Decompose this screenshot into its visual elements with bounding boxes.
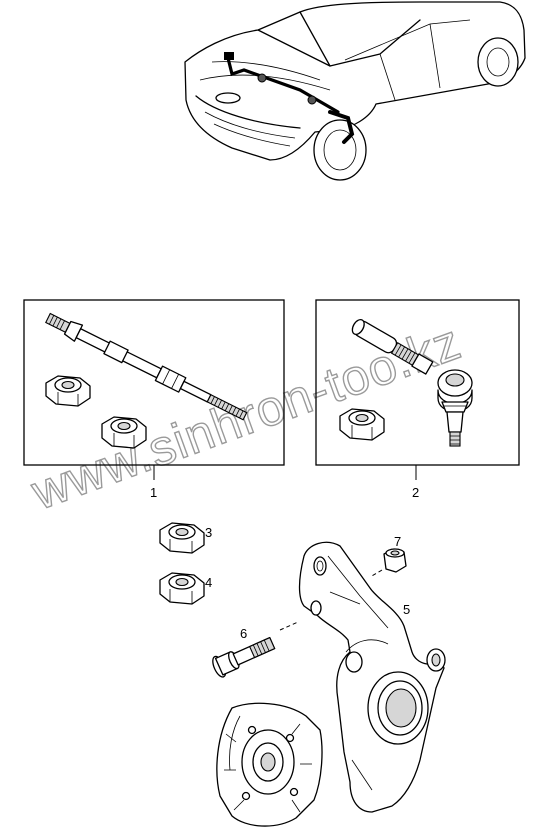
wheel-hub-bearing <box>216 702 323 827</box>
callout-2: 2 <box>412 485 419 500</box>
callout-1: 1 <box>150 485 157 500</box>
callout-6: 6 <box>240 626 247 641</box>
nut-icon <box>45 375 91 407</box>
nut-7: 7 <box>369 534 407 578</box>
nut-icon <box>101 416 147 449</box>
callout-7: 7 <box>394 534 401 549</box>
callout-4: 4 <box>205 575 212 590</box>
callout-5: 5 <box>403 602 410 617</box>
bolt-6: 6 <box>212 621 299 678</box>
nut-icon <box>339 408 385 441</box>
car-overview-illustration <box>184 1 526 181</box>
nut-4: 4 <box>159 572 212 605</box>
callout-3: 3 <box>205 525 212 540</box>
tie-rod-panel: 1 <box>23 299 285 500</box>
steering-knuckle-5: 5 <box>298 541 446 813</box>
nut-3: 3 <box>159 522 212 554</box>
tie-rod-end-panel: 2 <box>315 299 520 500</box>
